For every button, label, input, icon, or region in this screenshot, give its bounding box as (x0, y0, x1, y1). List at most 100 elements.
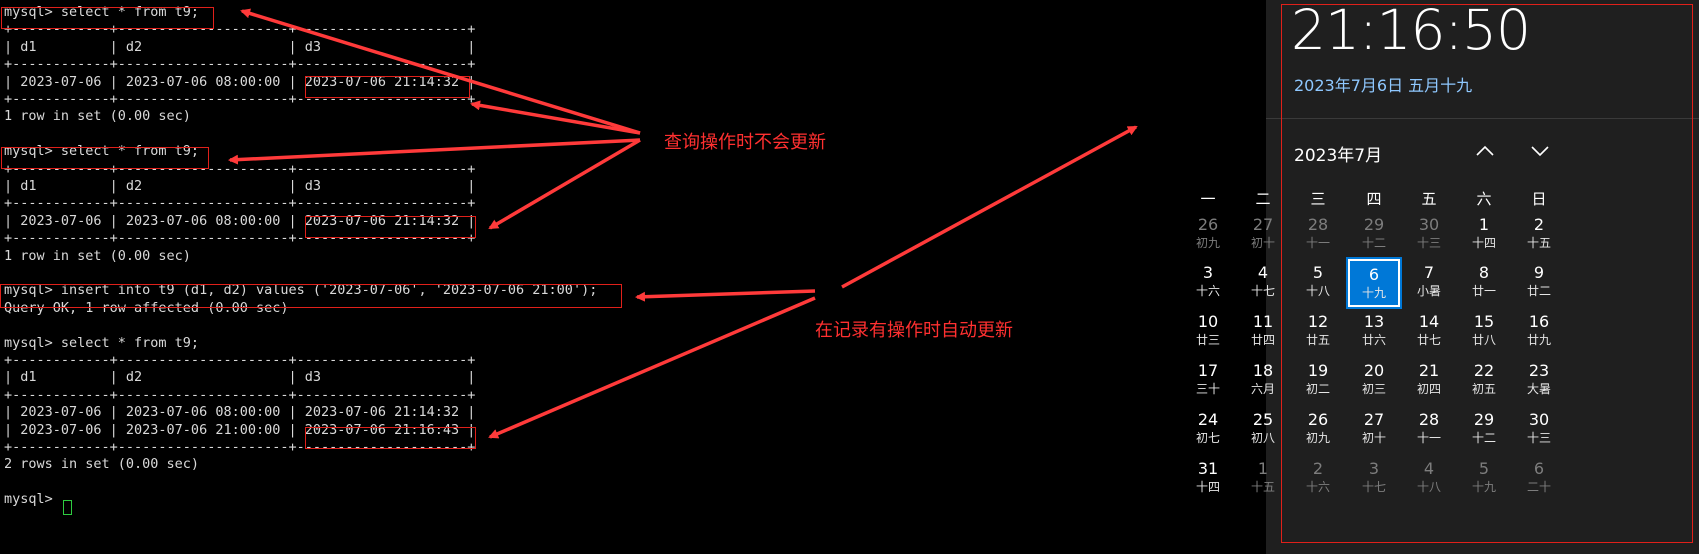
day-number: 30 (1418, 215, 1440, 234)
terminal-window[interactable]: mysql> select * from t9;+------------+--… (0, 0, 1266, 554)
terminal-line: 2 rows in set (0.00 sec) (4, 456, 200, 473)
lunar-date: 十八 (1305, 284, 1330, 298)
full-date-link[interactable]: 2023年7月6日 五月十九 (1294, 76, 1473, 95)
lunar-date: 十五 (1526, 236, 1551, 250)
calendar-day[interactable]: 26 初九 (1292, 406, 1344, 454)
day-number: 2 (1312, 459, 1324, 478)
day-number: 19 (1307, 361, 1329, 380)
calendar-day[interactable]: 29 十二 (1348, 211, 1400, 259)
day-number: 20 (1363, 361, 1385, 380)
terminal-cursor (63, 500, 72, 515)
lunar-date: 三十 (1195, 382, 1220, 396)
weekday-label: 五 (1421, 190, 1437, 208)
calendar-day[interactable]: 19 初二 (1292, 357, 1344, 405)
lunar-date: 大暑 (1526, 382, 1551, 396)
day-number: 30 (1528, 410, 1550, 429)
day-number: 10 (1197, 312, 1219, 331)
day-number: 25 (1252, 410, 1274, 429)
annotation-auto-update: 在记录有操作时自动更新 (815, 320, 1013, 341)
calendar-day[interactable]: 30 十三 (1403, 211, 1455, 259)
terminal-line: | 2023-07-06 | 2023-07-06 08:00:00 | 202… (4, 73, 476, 90)
terminal-line: +------------+---------------------+----… (4, 91, 476, 107)
lunar-date: 十三 (1416, 236, 1441, 250)
lunar-date: 初二 (1305, 382, 1330, 396)
calendar-day[interactable]: 18 六月 (1237, 357, 1289, 405)
highlight-d3-value-3 (305, 427, 476, 449)
lunar-date: 二十 (1526, 480, 1551, 494)
previous-month-button[interactable] (1470, 138, 1500, 164)
day-number: 27 (1252, 215, 1274, 234)
down-chevron-icon (1531, 146, 1549, 157)
lunar-date: 六月 (1250, 382, 1275, 396)
lunar-date: 十二 (1361, 236, 1386, 250)
day-number: 13 (1363, 312, 1385, 331)
terminal-line: | d1 | d2 | d3 | (4, 369, 476, 386)
next-month-button[interactable] (1525, 138, 1555, 164)
lunar-date: 廿九 (1526, 333, 1551, 347)
day-number: 14 (1418, 312, 1440, 331)
terminal-line: +------------+---------------------+----… (4, 21, 476, 38)
day-number: 29 (1363, 215, 1385, 234)
terminal-line: 1 row in set (0.00 sec) (4, 247, 191, 264)
panel-divider (1266, 118, 1699, 119)
arrow-to-command-2 (228, 138, 641, 165)
month-title[interactable]: 2023年7月 (1294, 146, 1383, 166)
day-number: 4 (1257, 263, 1269, 282)
day-number: 28 (1307, 215, 1329, 234)
day-number: 7 (1423, 263, 1435, 282)
calendar-day[interactable]: 31 十四 (1182, 455, 1234, 503)
terminal-line: | d1 | d2 | d3 | (4, 38, 476, 55)
arrow-to-insert-command (635, 289, 816, 302)
day-number: 21 (1418, 361, 1440, 380)
lunar-date: 十六 (1195, 284, 1220, 298)
terminal-line: +------------+---------------------+----… (4, 352, 476, 368)
day-number: 31 (1197, 459, 1219, 478)
day-number: 26 (1307, 410, 1329, 429)
lunar-date: 初九 (1305, 431, 1330, 445)
day-number: 18 (1252, 361, 1274, 380)
terminal-line: 1 row in set (0.00 sec) (4, 108, 191, 125)
lunar-date: 廿五 (1305, 333, 1330, 347)
day-number: 15 (1473, 312, 1495, 331)
lunar-date: 十八 (1416, 480, 1441, 494)
day-number: 24 (1197, 410, 1219, 429)
lunar-date: 十四 (1195, 480, 1220, 494)
terminal-line: mysql> insert into t9 (d1, d2) values ('… (4, 282, 598, 299)
